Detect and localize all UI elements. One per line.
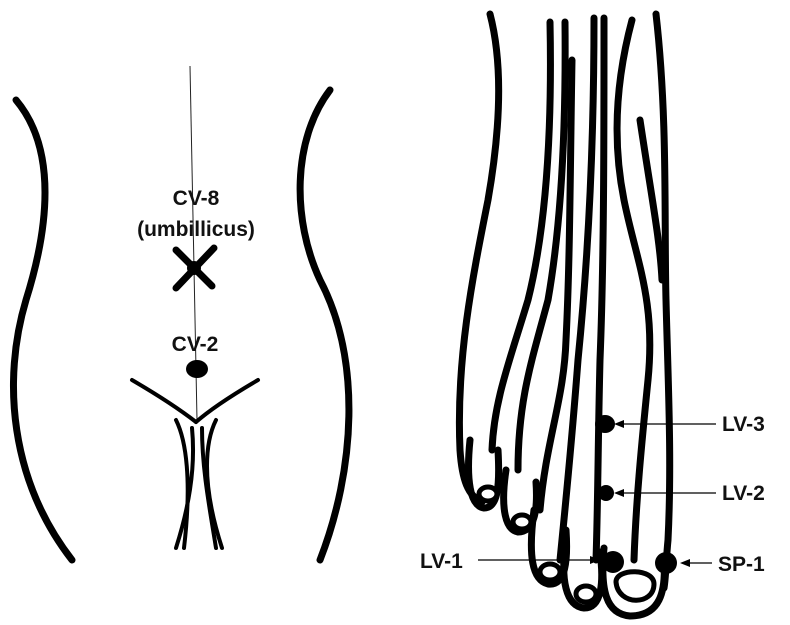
toenail-3 bbox=[540, 564, 560, 580]
torso-left-outline bbox=[13, 100, 72, 560]
lv1-point-marker bbox=[602, 551, 624, 573]
lv3-leader bbox=[614, 420, 716, 428]
lv3-point-marker bbox=[595, 415, 615, 433]
lv2-point-marker bbox=[598, 485, 614, 501]
lv1-leader bbox=[478, 556, 600, 564]
toenail-1 bbox=[616, 572, 654, 601]
cv2-point-marker bbox=[186, 360, 208, 378]
lv1-label: LV-1 bbox=[420, 550, 463, 573]
toenail-4 bbox=[513, 515, 531, 529]
torso-right-outline bbox=[300, 90, 349, 560]
lv2-label: LV-2 bbox=[722, 482, 765, 505]
pubic-left-line bbox=[132, 380, 196, 422]
tendon-line-5 bbox=[596, 18, 604, 560]
extensor-hallucis-line bbox=[640, 120, 662, 280]
umbilicus-label: (umbillicus) bbox=[137, 218, 255, 241]
tendon-line-6 bbox=[617, 20, 650, 560]
cv8-label: CV-8 bbox=[173, 187, 220, 210]
foot-figure: LV-3 LV-2 LV-1 SP-1 bbox=[420, 14, 765, 616]
cv8-point-marker bbox=[176, 248, 214, 288]
abdomen-figure: CV-8 (umbillicus) CV-2 bbox=[13, 66, 348, 560]
lv2-leader bbox=[614, 489, 716, 497]
pubic-right-line bbox=[196, 380, 258, 422]
lv3-label: LV-3 bbox=[722, 413, 765, 436]
toenail-2 bbox=[576, 586, 596, 602]
foot-medial-edge bbox=[656, 14, 670, 588]
sp1-label: SP-1 bbox=[718, 553, 765, 576]
sp1-point-marker bbox=[655, 552, 677, 574]
cv2-label: CV-2 bbox=[172, 333, 219, 356]
sp1-leader bbox=[680, 559, 712, 567]
toenail-5 bbox=[479, 487, 497, 501]
